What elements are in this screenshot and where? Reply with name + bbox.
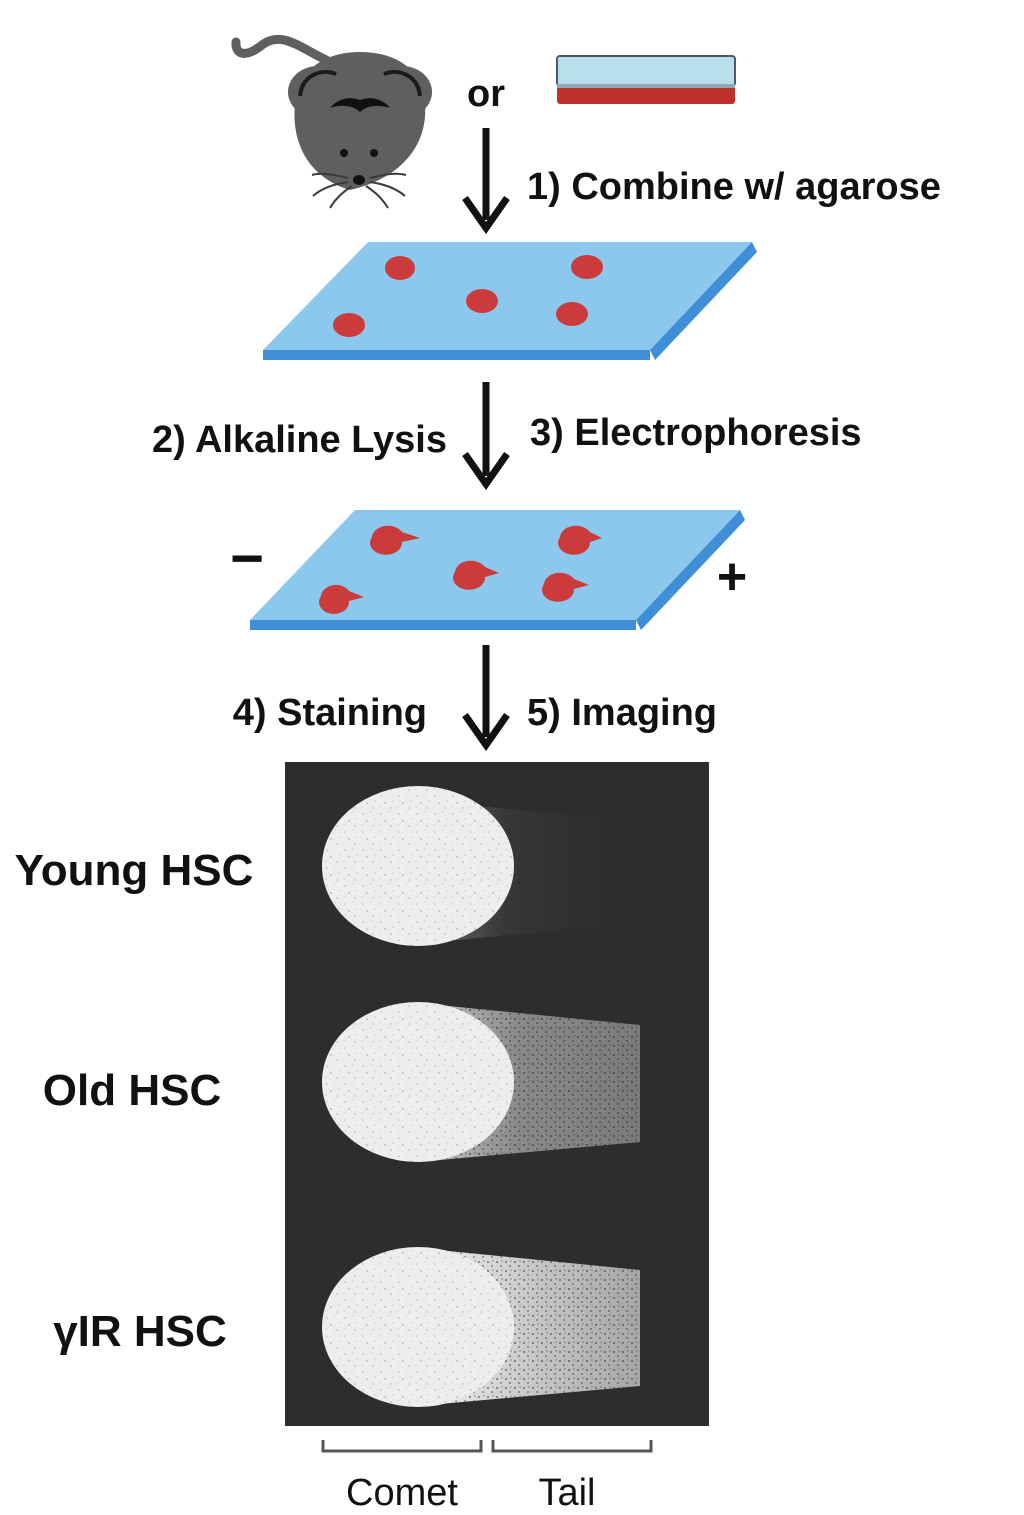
comet-gamma-ir [322,1247,640,1407]
sample-label-gamma-ir: γIR HSC [53,1307,227,1356]
comet-young [322,786,640,946]
step-imaging-label: 5) Imaging [527,692,717,734]
tail-bracket [491,1440,653,1453]
arrow-down-icon [462,382,510,491]
positive-electrode-label: + [717,548,747,606]
migrating-cells [319,525,602,614]
step-combine-label: 1) Combine w/ agarose [527,166,941,208]
petri-dish-icon [556,55,736,104]
step-staining-label: 4) Staining [233,692,427,734]
mouse-icon [231,34,432,209]
step-electrophoresis-label: 3) Electrophoresis [530,412,862,454]
arrow-down-icon [462,645,510,752]
comet-old [322,1002,640,1162]
sample-label-young: Young HSC [15,846,254,895]
arrow-down-icon [462,128,510,235]
cell-spots [333,255,603,337]
comet-bracket [321,1440,483,1453]
sample-label-old: Old HSC [43,1066,221,1115]
negative-electrode-label: − [230,526,264,591]
electrophoresis-slide [250,510,745,630]
or-label: or [467,73,505,115]
tail-axis-label: Tail [538,1472,595,1514]
agarose-slide-1 [263,242,757,360]
comet-axis-label: Comet [346,1472,458,1514]
step-lysis-label: 2) Alkaline Lysis [152,419,447,461]
